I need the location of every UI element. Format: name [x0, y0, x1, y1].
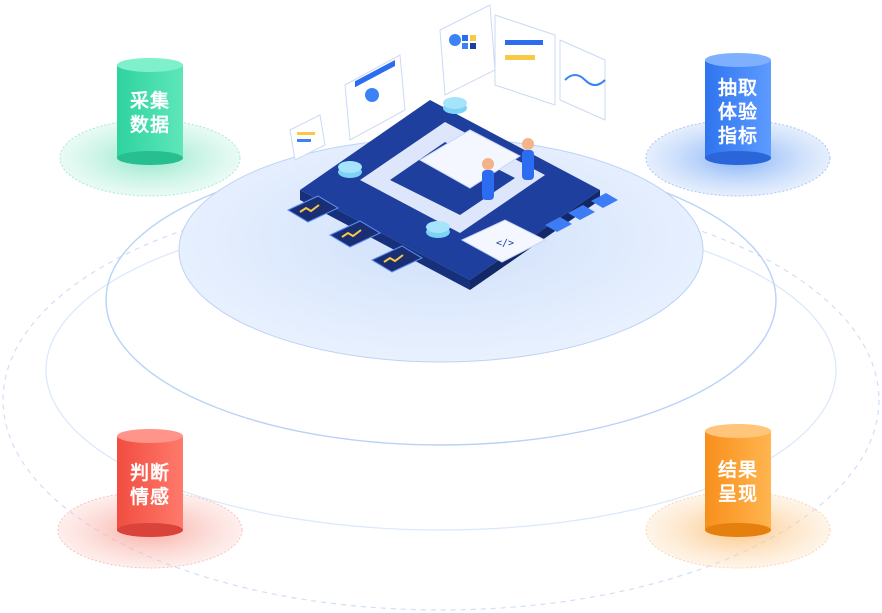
node-label-present-results: 结果 呈现 [703, 458, 773, 506]
node-label-line: 采集 [129, 90, 170, 112]
node-label-line: 抽取 [717, 77, 758, 99]
node-label-line: 判断 [129, 462, 170, 484]
node-label-collect-data: 采集 数据 [115, 89, 185, 137]
code-label: </> [496, 238, 514, 249]
node-label-extract-metrics: 抽取 体验 指标 [703, 76, 773, 148]
dashboard-platform-illustration: </> [286, 4, 618, 290]
node-label-line: 数据 [129, 114, 170, 136]
node-label-line: 结果 [717, 459, 758, 481]
node-label-line: 体验 [717, 101, 758, 123]
node-label-line: 呈现 [717, 483, 758, 505]
node-label-judge-sentiment: 判断 情感 [115, 461, 185, 509]
node-present-results [645, 424, 831, 569]
node-collect-data [59, 58, 241, 197]
node-label-line: 指标 [717, 125, 758, 147]
node-judge-sentiment [57, 429, 243, 569]
node-extract-metrics [645, 53, 831, 197]
node-label-line: 情感 [129, 486, 170, 508]
